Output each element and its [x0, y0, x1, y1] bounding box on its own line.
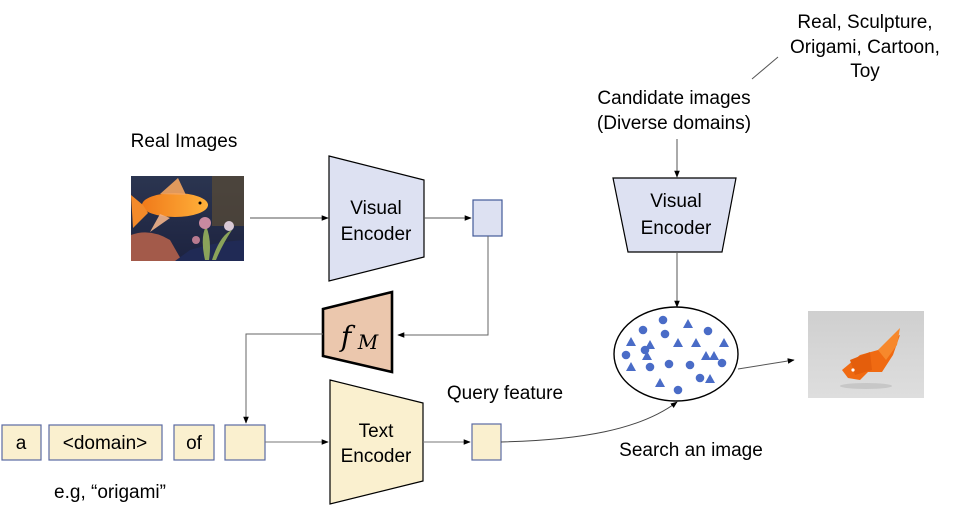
visual-encoder-right: Visual Encoder — [612, 177, 737, 253]
text-encoder-line2: Encoder — [341, 446, 412, 467]
visual-encoder-right-line2: Encoder — [641, 218, 712, 239]
embedding-point-circle — [685, 360, 695, 370]
visual-encoder-left-line2: Encoder — [341, 224, 412, 245]
mapper-fm: f M — [321, 290, 394, 374]
token-pseudo-word-box — [224, 424, 266, 461]
embedding-space — [613, 306, 739, 402]
embedding-point-circle — [673, 385, 683, 395]
example-label: e.g, “origami” — [54, 482, 166, 503]
arrow-space-to-result — [737, 358, 795, 370]
embedding-point-circle — [638, 325, 648, 335]
domain-list: Real, Sculpture, Origami, Cartoon, Toy — [790, 12, 940, 82]
search-image-label: Search an image — [619, 440, 763, 461]
domain-list-line2: Origami, Cartoon, — [790, 37, 940, 58]
arrow-query-to-space — [500, 401, 678, 443]
visual-feature-box — [472, 199, 503, 237]
text-encoder-line1: Text — [359, 421, 395, 442]
text-encoder: Text Encoder — [329, 379, 424, 505]
embedding-point-triangle — [673, 338, 683, 347]
query-feature-label: Query feature — [447, 383, 563, 404]
embedding-point-circle — [645, 362, 655, 372]
embedding-point-triangle — [683, 319, 693, 328]
domain-list-connector — [751, 56, 779, 80]
domain-list-line1: Real, Sculpture, — [797, 12, 932, 33]
embedding-point-triangle — [645, 340, 655, 349]
embedding-point-circle — [703, 326, 713, 336]
embedding-point-circle — [621, 350, 631, 360]
token-of: of — [186, 433, 203, 454]
embedding-points — [621, 315, 729, 395]
token-a-box — [1, 424, 42, 461]
query-feature-box — [471, 423, 502, 461]
arrow-feature-to-mapper — [397, 236, 489, 338]
embedding-point-triangle — [626, 337, 636, 346]
visual-encoder-right-line1: Visual — [650, 191, 701, 212]
token-domain: <domain> — [63, 433, 148, 454]
candidate-label-line2: (Diverse domains) — [597, 113, 751, 134]
mapper-subscript: M — [357, 330, 379, 354]
embedding-point-circle — [664, 359, 674, 369]
embedding-point-triangle — [691, 338, 701, 347]
token-domain-box — [48, 424, 163, 461]
embedding-point-triangle — [705, 374, 715, 383]
visual-encoder-left: Visual Encoder — [328, 155, 425, 282]
embedding-point-circle — [695, 373, 705, 383]
prompt-tokens: a <domain> of — [1, 424, 266, 461]
embedding-point-triangle — [626, 362, 636, 371]
embedding-point-triangle — [709, 351, 719, 360]
embedding-point-circle — [660, 329, 670, 339]
token-a: a — [16, 433, 27, 454]
candidate-label-line1: Candidate images — [597, 88, 750, 109]
visual-encoder-left-line1: Visual — [350, 198, 401, 219]
input-image-goldfish — [131, 176, 244, 261]
token-of-box — [173, 424, 215, 461]
embedding-point-circle — [717, 358, 727, 368]
embedding-point-circle — [658, 315, 668, 325]
embedding-point-triangle — [642, 351, 652, 360]
real-images-label: Real Images — [131, 131, 238, 152]
retrieved-image-origami — [808, 311, 924, 398]
domain-list-line3: Toy — [850, 61, 880, 82]
embedding-point-triangle — [701, 351, 711, 360]
embedding-point-triangle — [719, 338, 729, 347]
embedding-point-triangle — [655, 378, 665, 387]
arrow-mapper-to-token — [243, 333, 323, 424]
